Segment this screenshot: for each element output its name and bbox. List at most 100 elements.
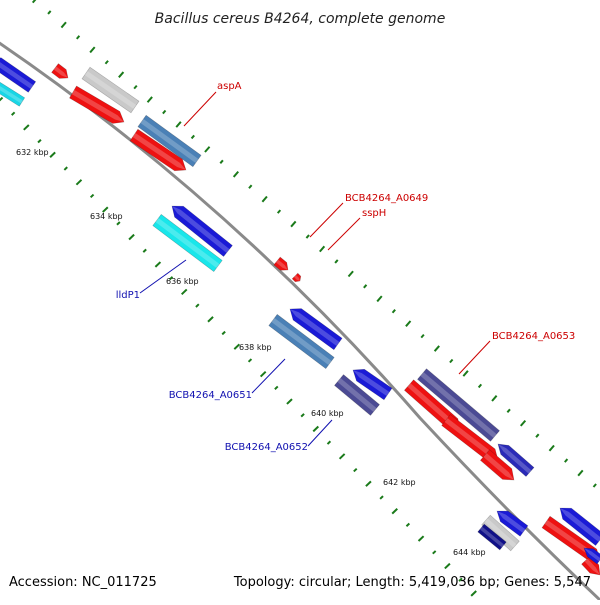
tick-mark-1 [155, 262, 160, 267]
tick-mark-0 [192, 135, 195, 138]
tick-mark-0 [335, 260, 338, 263]
tick-mark-0 [393, 310, 396, 313]
tick-mark-0 [61, 22, 66, 27]
scale-label: 638 kbp [239, 343, 272, 352]
tick-mark-0 [48, 11, 51, 14]
gene-label[interactable]: BCB4264_A0653 [492, 331, 575, 342]
tick-mark-0 [306, 235, 309, 238]
tick-mark-1 [24, 125, 29, 130]
tick-mark-1 [50, 152, 55, 157]
tick-mark-0 [463, 371, 468, 376]
tick-mark-1 [261, 372, 266, 377]
gene-label-leader [252, 359, 285, 393]
tick-mark-0 [435, 346, 440, 351]
tick-mark-0 [492, 396, 497, 401]
tick-mark-0 [105, 61, 108, 64]
tick-mark-0 [278, 210, 281, 213]
tick-mark-1 [471, 591, 476, 596]
tick-mark-1 [12, 112, 15, 115]
tick-mark-0 [119, 72, 124, 77]
tick-mark-1 [392, 509, 397, 514]
gene-label[interactable]: BCB4264_A0649 [345, 193, 428, 204]
map-title: Bacillus cereus B4264, complete genome [155, 11, 446, 27]
tick-mark-0 [148, 97, 153, 102]
gene-features [0, 58, 600, 575]
tick-mark-0 [364, 285, 367, 288]
tick-mark-0 [163, 111, 166, 114]
scale-label: 634 kbp [90, 212, 123, 221]
tick-mark-1 [196, 304, 199, 307]
gene-label[interactable]: BCB4264_A0651 [169, 390, 252, 401]
scale-label: 640 kbp [311, 409, 344, 418]
tick-mark-0 [220, 160, 223, 163]
tick-mark-0 [262, 197, 267, 202]
gene-label[interactable]: BCB4264_A0652 [225, 442, 308, 453]
tick-mark-0 [291, 221, 296, 226]
genome-summary-text: Topology: circular; Length: 5,419,036 bp… [233, 575, 591, 590]
tick-mark-1 [143, 249, 146, 252]
tick-mark-1 [313, 427, 318, 432]
tick-mark-1 [406, 524, 409, 527]
gene-label[interactable]: aspA [217, 81, 242, 92]
tick-mark-0 [536, 434, 539, 437]
tick-mark-0 [77, 36, 80, 39]
tick-mark-0 [33, 0, 38, 3]
scale-label: 644 kbp [453, 548, 486, 557]
tick-mark-1 [275, 386, 278, 389]
tick-mark-1 [366, 481, 371, 486]
tick-mark-1 [340, 454, 345, 459]
tick-mark-1 [433, 551, 436, 554]
tick-mark-1 [301, 414, 304, 417]
tick-mark-1 [0, 98, 3, 103]
scale-labels: 632 kbp 634 kbp 636 kbp 638 kbp 640 kbp 642 k… [16, 148, 486, 557]
tick-mark-1 [91, 195, 94, 198]
tick-mark-1 [64, 167, 67, 170]
tick-mark-0 [377, 296, 382, 301]
tick-mark-0 [320, 246, 325, 251]
scale-label: 636 kbp [166, 277, 199, 286]
scale-ticks [0, 0, 596, 596]
tick-mark-0 [134, 86, 137, 89]
tick-mark-1 [354, 469, 357, 472]
gene-label[interactable]: sspH [362, 208, 386, 219]
tick-mark-0 [549, 446, 554, 451]
tick-mark-1 [445, 564, 450, 569]
tick-mark-1 [182, 289, 187, 294]
tick-mark-1 [117, 222, 120, 225]
tick-mark-0 [176, 122, 181, 127]
tick-mark-0 [234, 172, 239, 177]
tick-mark-0 [205, 147, 210, 152]
tick-mark-0 [593, 484, 596, 487]
tick-mark-0 [507, 409, 510, 412]
scale-label: 642 kbp [383, 478, 416, 487]
tick-mark-0 [421, 335, 424, 338]
tick-mark-0 [565, 459, 568, 462]
tick-mark-0 [406, 321, 411, 326]
gene-label-leader [184, 92, 216, 126]
tick-mark-1 [208, 317, 213, 322]
tick-mark-0 [249, 185, 252, 188]
tick-mark-1 [222, 332, 225, 335]
gene-label[interactable]: lldP1 [116, 290, 140, 301]
gene-label-leader [328, 218, 360, 250]
tick-mark-0 [348, 271, 353, 276]
tick-mark-0 [578, 470, 583, 475]
tick-mark-1 [38, 140, 41, 143]
gene-label-leader [459, 341, 490, 374]
accession-text: Accession: NC_011725 [9, 575, 157, 590]
tick-mark-0 [521, 421, 526, 426]
tick-mark-0 [450, 359, 453, 362]
tick-mark-1 [249, 359, 252, 362]
tick-mark-1 [76, 180, 81, 185]
tick-mark-0 [479, 384, 482, 387]
tick-mark-1 [380, 496, 383, 499]
tick-mark-1 [419, 536, 424, 541]
tick-mark-1 [129, 235, 134, 240]
scale-label: 632 kbp [16, 148, 49, 157]
tick-mark-1 [287, 399, 292, 404]
tick-mark-1 [328, 441, 331, 444]
gene-labels: aspA BCB4264_A0649 sspH BCB4264_A0653 lldP1B… [116, 81, 576, 453]
tick-mark-0 [90, 47, 95, 52]
